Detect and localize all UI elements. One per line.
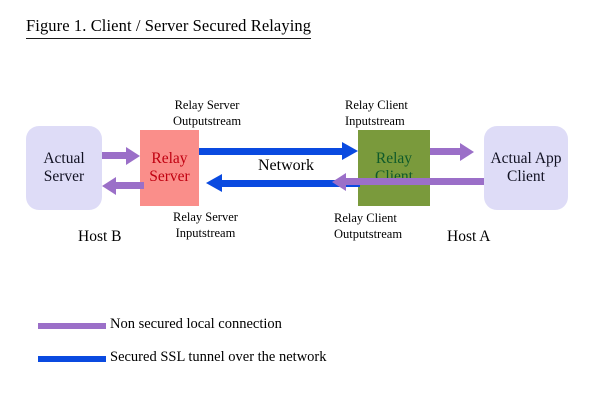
legend-swatch-non-secured xyxy=(38,323,106,329)
arrow-network-inbound-shaft xyxy=(222,180,360,187)
arrow-actual-server-to-relay-server-head-icon xyxy=(126,146,140,165)
label-network: Network xyxy=(258,157,314,174)
arrow-network-inbound-head-icon xyxy=(206,173,222,192)
arrow-actual-app-client-to-relay-client-head-icon xyxy=(332,172,346,191)
arrow-network-outbound-shaft xyxy=(199,148,345,155)
arrow-actual-server-to-relay-server-shaft xyxy=(102,152,128,159)
legend-swatch-secured-ssl xyxy=(38,356,106,362)
arrow-relay-client-to-actual-app-client-shaft xyxy=(430,148,462,155)
arrow-relay-server-to-actual-server-head-icon xyxy=(102,176,116,195)
host-label-host-b: Host B xyxy=(78,228,122,245)
arrow-relay-client-to-actual-app-client-head-icon xyxy=(460,142,474,161)
page-title: Figure 1. Client / Server Secured Relayi… xyxy=(26,16,312,39)
arrow-relay-server-to-actual-server-shaft xyxy=(116,182,144,189)
arrow-actual-app-client-to-relay-client-shaft xyxy=(346,178,484,185)
legend-label-secured-ssl: Secured SSL tunnel over the network xyxy=(110,349,327,365)
host-label-host-a: Host A xyxy=(447,228,491,245)
arrow-network-outbound-head-icon xyxy=(342,141,358,160)
legend-label-non-secured: Non secured local connection xyxy=(110,316,282,332)
